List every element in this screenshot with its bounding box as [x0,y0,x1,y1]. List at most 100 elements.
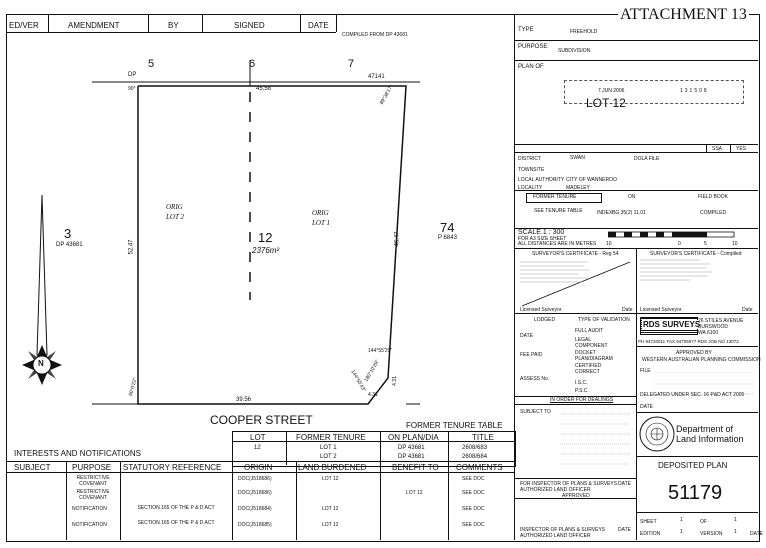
in-order-label: IN ORDER FOR DEALINGS [550,397,614,403]
wapc: WESTERN AUSTRALIAN PLANNING COMMISSION [642,357,761,363]
lot-12-label: 12 [258,230,273,245]
header-by: BY [168,21,179,30]
dim-left: 52.47 [128,239,135,255]
date-inspector: DATE [618,481,631,487]
ft-h-title: TITLE [472,433,494,442]
in-h-comments: COMMENTS [456,463,503,472]
locality-value: MADELEY [566,185,590,191]
type-validation-label: TYPE OF VALIDATION [578,317,630,323]
header-amendment: AMENDMENT [68,21,120,30]
sheet-num: 1 [680,517,683,523]
ft-r1-lot: 12 [254,445,261,451]
sheet-label: SHEET [640,519,657,525]
date-wapc: DATE [640,404,653,410]
rds-address: 26 STILES AVENUE BURSWOOD WA 6100 [698,318,744,336]
dept-line-1: Department of [676,424,734,434]
in-r3-origin: DOC(J518684) [238,506,272,512]
isc-label: I.S.C. [575,380,588,386]
received-stamp [564,80,744,104]
rds-name: RDS SURVEYS [642,320,702,329]
edition-label: EDITION [640,531,661,537]
lot-74-p: P 6843 [438,235,457,241]
in-r4-purpose: NOTIFICATION [72,522,107,528]
licensed-surveyor-2: Licensed Surveyor [640,307,682,313]
north-label: N [38,359,44,368]
edition-num: 1 [680,529,683,535]
legal-component: LEGAL COMPONENT [575,337,608,349]
subject-to-lines [560,413,630,465]
dp-label: DP [128,72,137,78]
dim-bottom: 39.56 [236,397,252,403]
surveyor-cert-compiled: SURVEYOR'S CERTIFICATE - Compiled [650,251,742,257]
lot-7-label: 7 [348,58,355,70]
certified-correct: CERTIFIED CORRECT [575,363,602,375]
locality-label: LOCALITY [518,185,543,191]
in-h-subject: SUBJECT [14,463,51,472]
ft-r1-plan: DP 43681 [398,445,425,451]
header-edver: ED/VER [9,21,39,30]
lot-5-label: 5 [148,58,155,70]
index-label: INDEX [597,210,613,216]
in-h-purpose: PURPOSE [72,463,112,472]
deposited-plan-label: DEPOSITED PLAN [658,461,728,470]
dim-br1: 4.31 [391,376,398,386]
purpose-value: SUBDIVISION [558,48,591,54]
scale-tick-3: 10 [732,241,738,247]
dept-line-2: Land Information [676,434,744,444]
date-label-lodged: DATE [520,333,533,339]
delegated: DELEGATED UNDER SEC. 16 P&D ACT 2005 [640,392,745,398]
ft-r1-title: 2608/683 [462,445,488,451]
local-auth-value: CITY OF WANNEROO [566,177,617,183]
date-1: Date [622,307,633,313]
interests-title: INTERESTS AND NOTIFICATIONS [14,449,141,458]
lot-6-label: 6 [249,58,256,70]
version-num: 1 [734,529,737,535]
street-name: COOPER STREET [210,413,313,427]
ft-r2-former: LOT 2 [320,454,337,460]
scale-label: SCALE 1 : 300 [518,229,565,236]
in-r4-burdened: LOT 12 [322,522,339,528]
rds-phone: PH 94720011 FAX 94705977 RDS JOB NO 1307… [638,339,739,344]
former-tenure-title: FORMER TENURE TABLE [406,421,503,430]
header-date: DATE [308,21,329,30]
in-r3-purpose: NOTIFICATION [72,506,107,512]
index-value: BG 35(2) 11.01 [612,210,646,216]
ssa-label: SSA [712,146,723,152]
in-r4-origin: DOC(J518685) [238,522,272,528]
type-label: TYPE [518,27,534,33]
dp-47141: 47141 [368,74,385,80]
plan-number: 51179 [668,482,723,504]
cancelled-cross [520,261,631,307]
lot-74-label: 74 [440,220,455,235]
handwritten-orig-lot-2: ORIG LOT 2 [166,203,184,221]
lot-12-area: 2376m² [252,246,280,255]
lot-boundary [137,85,407,405]
field-book-label: FIELD BOOK [698,194,729,200]
surveyor-cert: SURVEYOR'S CERTIFICATE - Reg 54 [532,251,619,257]
in-r1-purpose: RESTRICTIVE COVENANT [76,475,110,487]
plan-drawing [22,60,420,405]
former-tenure-box [526,193,602,203]
in-r1-burdened: LOT 12 [322,476,339,482]
ft-r2-plan: DP 43681 [398,454,425,460]
date-2: Date [742,307,753,313]
header-signed: SIGNED [234,21,265,30]
in-r2-benefit: LOT 12 [406,490,423,496]
yes-label: YES [736,146,747,152]
stamp-date: 7 JUN 2006 [598,88,625,94]
ft-r2-title: 2608/684 [462,454,488,460]
dim-top: 45.58 [256,86,272,92]
of-num: 1 [734,517,737,523]
purpose-label: PURPOSE [518,44,548,50]
header-row-line [6,32,336,33]
district-label: DISTRICT [518,156,542,162]
docket: DOCKET PLAN/DIAGRAM [575,350,613,362]
in-h-burdened: LAND BURDENED [298,463,367,472]
wapc-lines [654,372,754,395]
plan-of-label: PLAN OF [518,64,544,70]
authorized-label-2: AUTHORIZED LAND OFFICER [520,533,591,539]
local-auth-label: LOCAL AUTHORITY [518,177,565,183]
in-h-stat: STATUTORY REFERENCE [123,463,222,472]
see-tenure: SEE TENURE TABLE [534,208,583,214]
attachment-title: ATTACHMENT 13 [618,6,749,24]
